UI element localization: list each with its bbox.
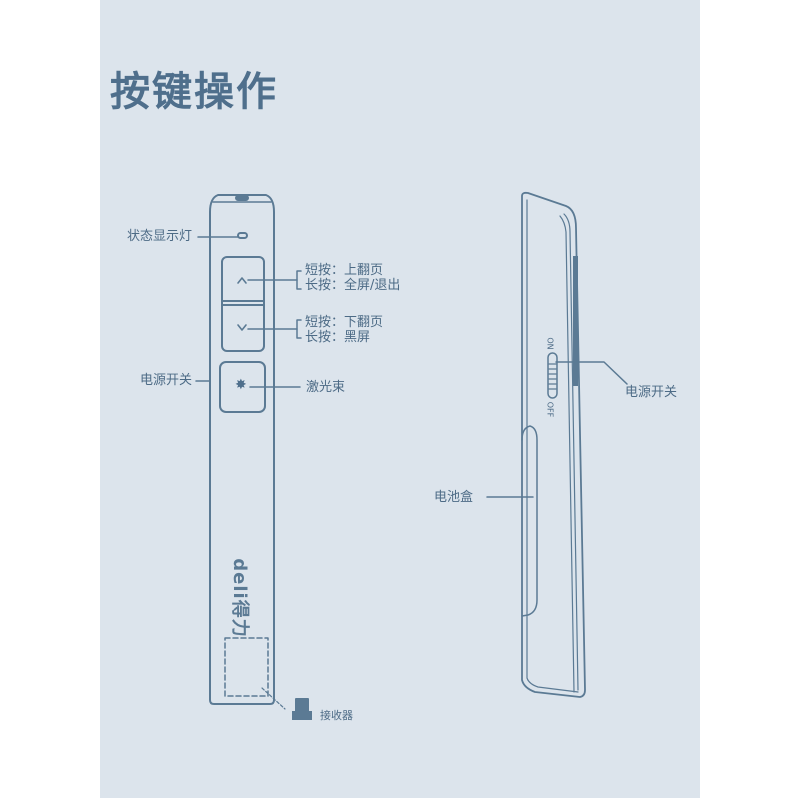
label-battery-box: 电池盒 [434, 490, 474, 505]
label-page-down-short: 短按：下翻页 [305, 315, 384, 330]
receiver-dongle-icon [292, 698, 312, 720]
chevron-down-icon [237, 324, 247, 331]
chevron-up-icon [237, 277, 247, 284]
front-view-body [209, 194, 286, 710]
switch-on-mark: ON [545, 337, 555, 350]
label-receiver: 接收器 [320, 709, 353, 722]
label-page-up-long: 长按：全屏/退出 [305, 278, 401, 293]
label-page-up-short: 短按：上翻页 [305, 263, 384, 278]
diagram-panel [100, 0, 700, 798]
label-status-light: 状态显示灯 [127, 229, 193, 244]
brand-logo: deli得力 [229, 558, 250, 638]
page-title: 按键操作 [110, 69, 278, 115]
label-power-switch-front: 电源开关 [140, 373, 193, 388]
label-power-switch-side: 电源开关 [625, 385, 678, 400]
side-view-body [521, 191, 586, 698]
status-light-icon [237, 232, 248, 239]
switch-off-mark: OFF [545, 401, 555, 418]
label-page-down-long: 长按：黑屏 [305, 330, 371, 345]
label-laser: 激光束 [306, 380, 346, 395]
laser-star-icon: ✸ [235, 377, 247, 393]
